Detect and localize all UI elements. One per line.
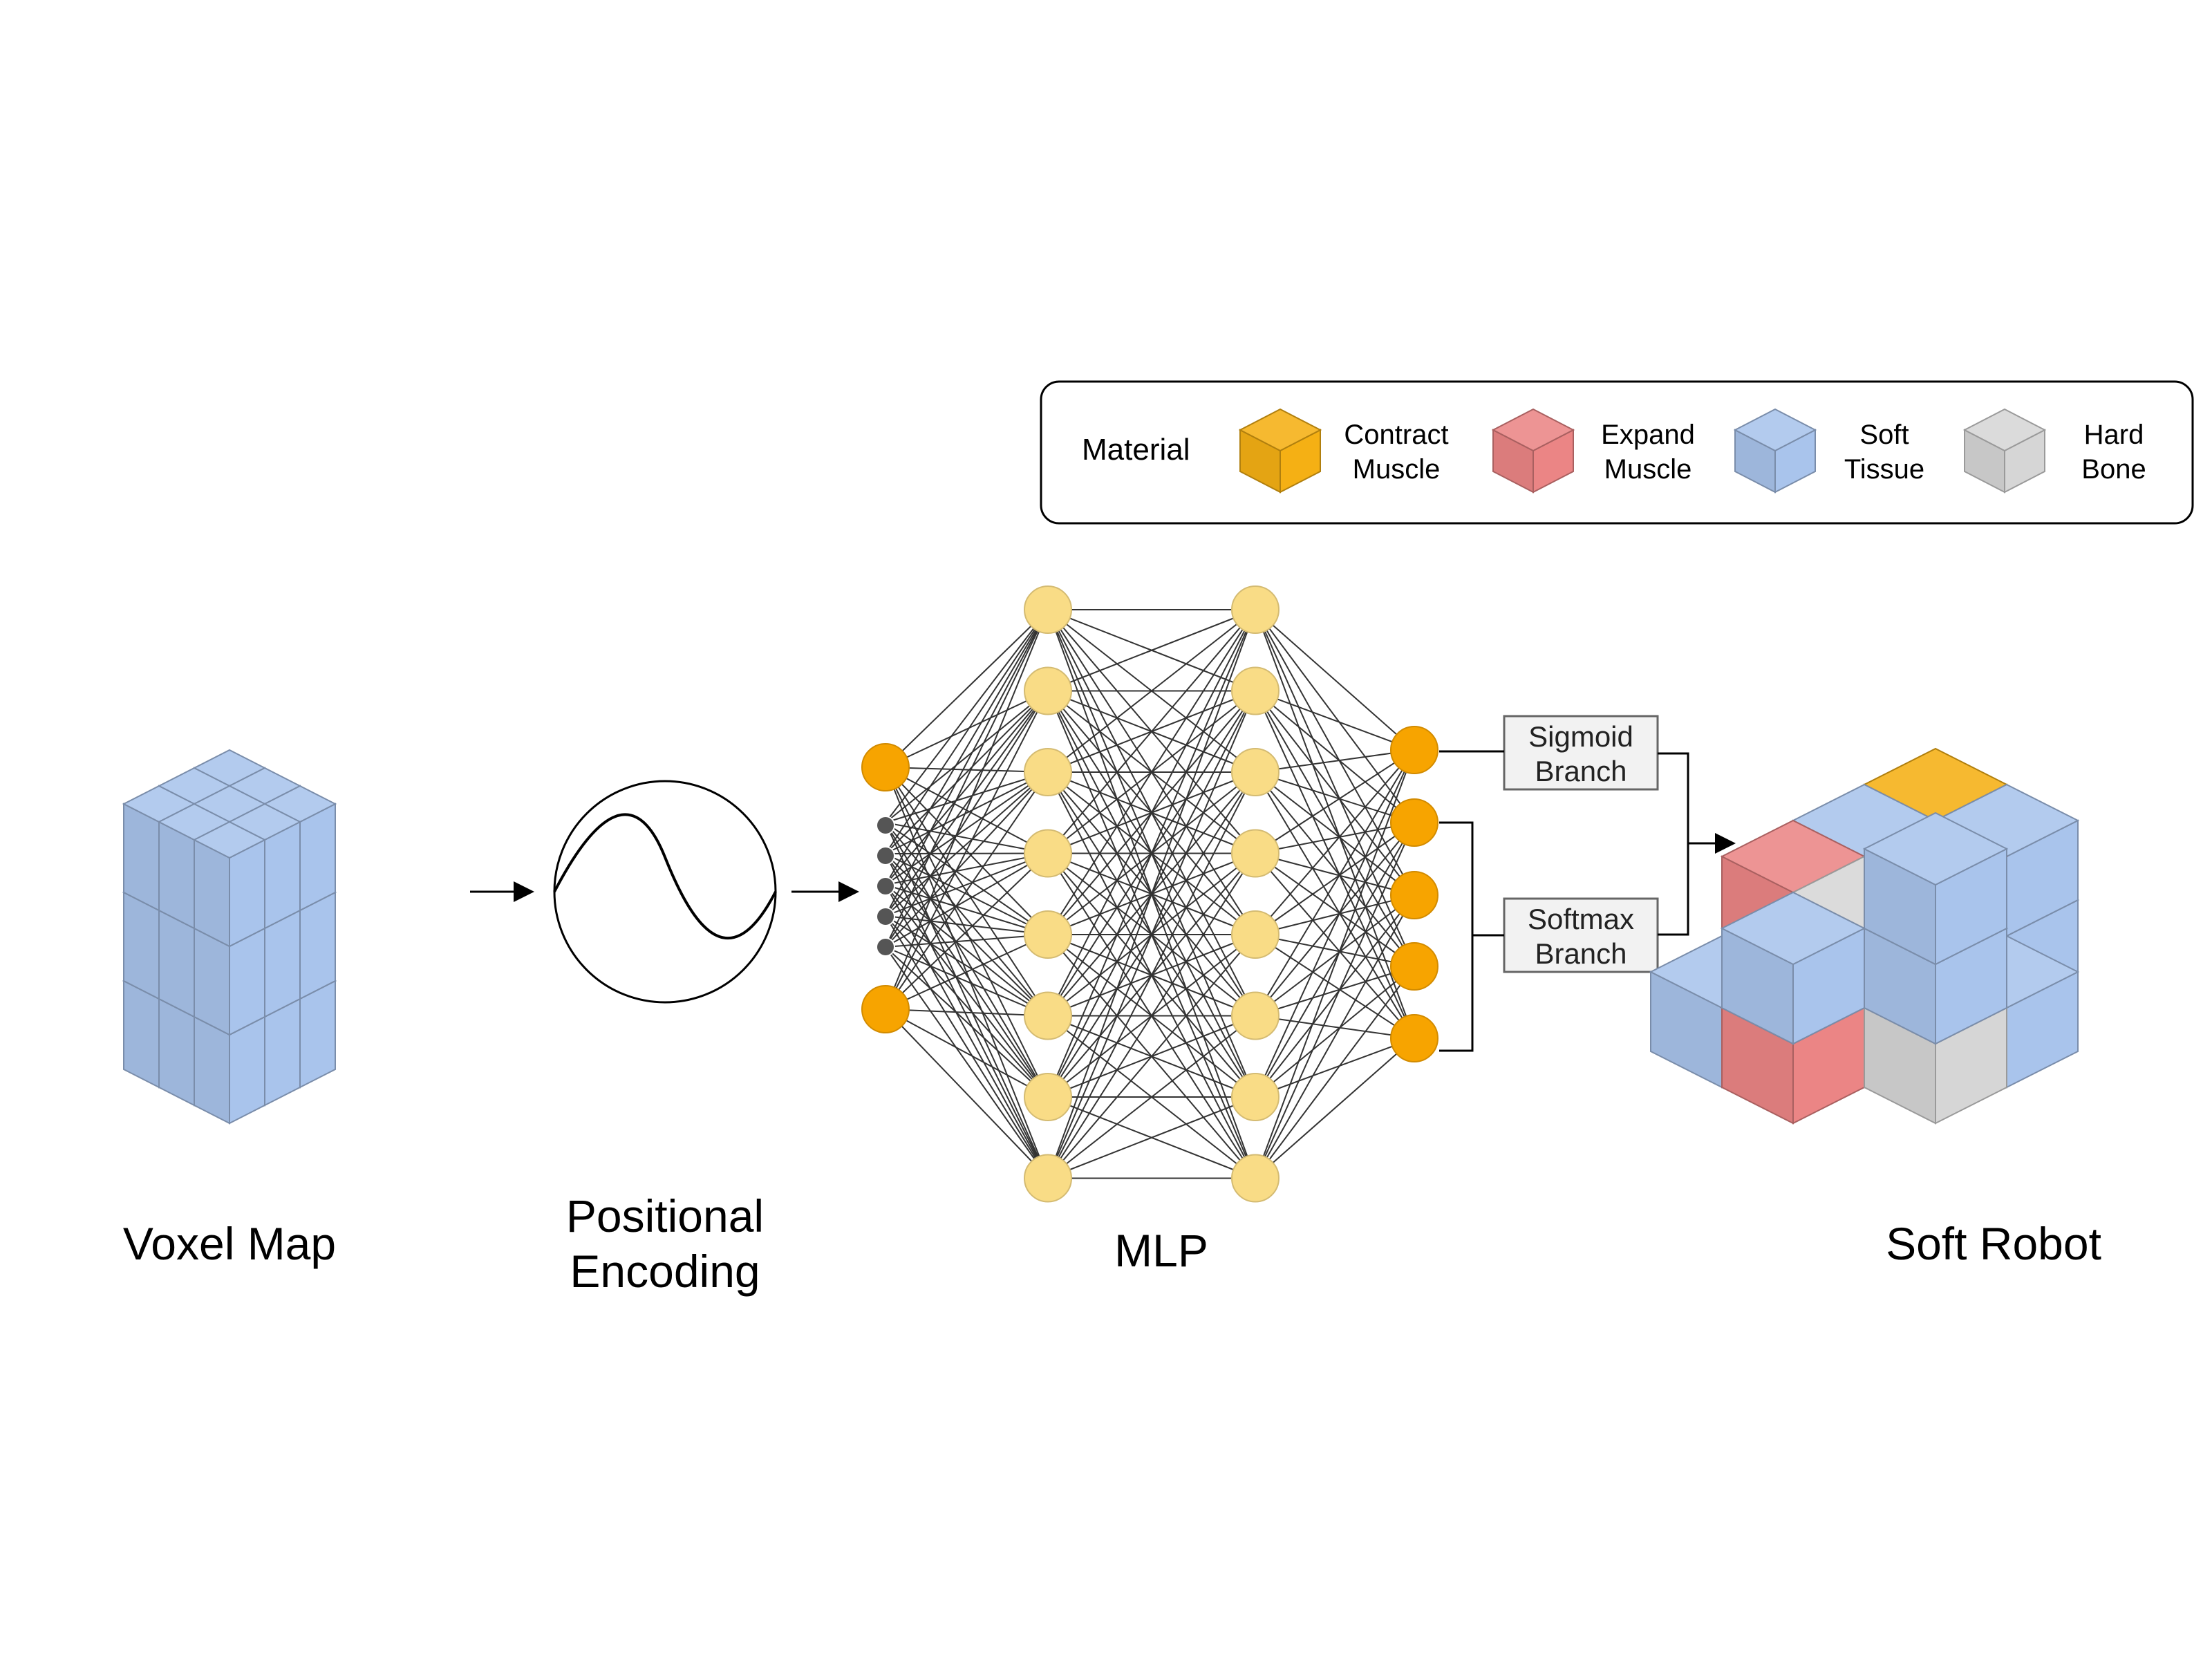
encoding-circle: [553, 780, 777, 1004]
voxel-map-cube: [122, 749, 337, 1125]
hidden-node: [1024, 666, 1072, 715]
softmax-branch-label-line2: Branch: [1535, 937, 1627, 970]
hidden-node: [1024, 829, 1072, 878]
positional-encoding-label-line2: Encoding: [570, 1246, 760, 1297]
ellipsis-dot: [877, 878, 894, 894]
hidden-node: [1024, 1073, 1072, 1121]
sigmoid-branch: Sigmoid Branch: [1503, 715, 1659, 791]
sigmoid-branch-label-line2: Branch: [1535, 755, 1627, 787]
voxel-map-label: Voxel Map: [123, 1218, 336, 1269]
output-node: [1390, 1014, 1438, 1062]
mlp-connections: [885, 609, 1415, 1179]
ellipsis-dot: [877, 908, 894, 925]
hidden-node: [1024, 910, 1072, 959]
hidden-node: [1231, 991, 1280, 1040]
red-cube-icon: [1491, 408, 1575, 494]
legend-label-hard-line1: Hard: [2084, 420, 2144, 450]
mlp-nodes: [861, 585, 1438, 1203]
gray-cube-icon: [1962, 408, 2047, 494]
positional-encoding-label-line1: Positional: [566, 1190, 764, 1241]
softmax-branch-label-line1: Softmax: [1528, 903, 1634, 935]
legend-title: Material: [1082, 433, 1190, 467]
sigmoid-branch-box: [1503, 715, 1659, 791]
output-node: [1390, 726, 1438, 774]
input-node: [861, 743, 910, 791]
ellipsis-dot: [877, 847, 894, 864]
ellipsis-dot: [877, 939, 894, 955]
legend-box: [1040, 380, 2194, 525]
hidden-node: [1024, 748, 1072, 796]
legend-icons: [1238, 408, 2047, 494]
hidden-node: [1024, 991, 1072, 1040]
material-legend: Material Contract Muscle Expand Muscle S…: [1040, 380, 2194, 525]
voxel-cube: [192, 821, 267, 948]
hidden-node: [1231, 666, 1280, 715]
hidden-node: [1231, 910, 1280, 959]
robot-voxel-soft-tissue: [1862, 812, 2009, 966]
legend-label-contract-line1: Contract: [1344, 420, 1448, 450]
blue-cube-icon: [1733, 408, 1817, 494]
soft-robot-label: Soft Robot: [1886, 1218, 2101, 1269]
legend-label-expand-line2: Muscle: [1604, 454, 1692, 485]
hidden-node: [1231, 829, 1280, 878]
mlp-label: MLP: [1114, 1225, 1208, 1276]
softmax-branch-box: [1503, 897, 1659, 973]
ellipsis-dot: [877, 817, 894, 834]
hidden-node: [1231, 748, 1280, 796]
soft-robot-voxels: [1649, 747, 2080, 1125]
output-node: [1390, 871, 1438, 919]
sine-wave: [553, 813, 777, 940]
legend-label-expand-line1: Expand: [1601, 420, 1695, 450]
output-node: [1390, 942, 1438, 991]
legend-label-soft-line1: Soft: [1859, 420, 1909, 450]
hidden-node: [1231, 1073, 1280, 1121]
legend-item-contract-muscle: Contract Muscle: [1344, 420, 1448, 485]
positional-encoding-icon: [553, 780, 777, 1004]
orange-cube-icon: [1238, 408, 1322, 494]
hidden-node: [1024, 585, 1072, 634]
hidden-node: [1024, 1154, 1072, 1203]
hidden-node: [1231, 1154, 1280, 1203]
legend-label-hard-line2: Bone: [2081, 454, 2146, 485]
softmax-branch: Softmax Branch: [1503, 897, 1659, 973]
legend-label-soft-line2: Tissue: [1844, 454, 1924, 485]
input-ellipsis-dots: [876, 816, 895, 957]
hidden-node: [1231, 585, 1280, 634]
legend-item-expand-muscle: Expand Muscle: [1601, 420, 1695, 485]
legend-item-hard-bone: Hard Bone: [2081, 420, 2146, 485]
voxel-cube: [192, 909, 267, 1036]
legend-item-soft-tissue: Soft Tissue: [1844, 420, 1924, 485]
output-node: [1390, 798, 1438, 847]
robot-voxel-soft-tissue: [1720, 891, 1866, 1045]
input-node: [861, 985, 910, 1033]
legend-label-contract-line2: Muscle: [1353, 454, 1441, 485]
sigmoid-branch-label-line1: Sigmoid: [1528, 720, 1633, 753]
